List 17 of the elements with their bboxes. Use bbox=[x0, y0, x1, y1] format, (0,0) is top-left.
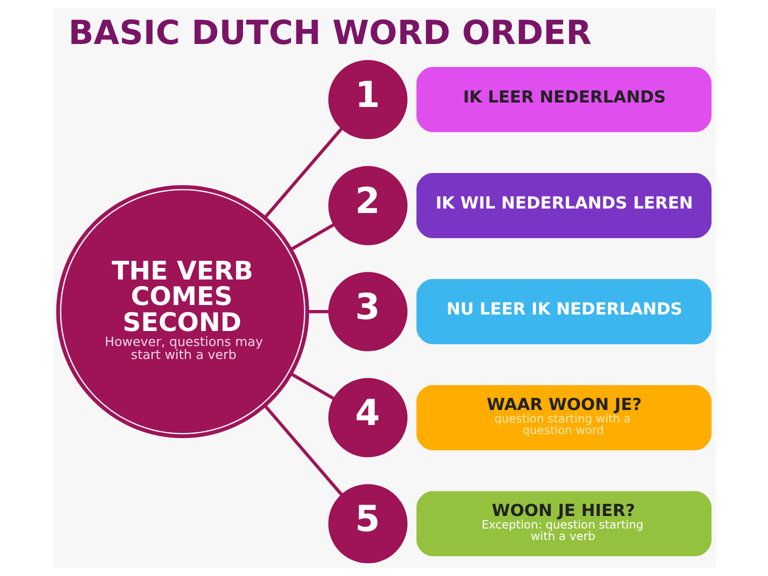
node-circle: 5 bbox=[328, 484, 407, 564]
node-box: WOON JE HIER? Exception: question starting with a verb bbox=[416, 491, 712, 556]
connector bbox=[289, 372, 334, 400]
node-box: WAAR WOON JE? question starting with a question word bbox=[416, 385, 712, 450]
node-circle: 4 bbox=[328, 378, 407, 458]
connector bbox=[289, 223, 334, 252]
diagram-title: BASIC DUTCH WORD ORDER bbox=[68, 12, 592, 52]
node-box: IK LEER NEDERLANDS bbox=[416, 67, 712, 132]
connector bbox=[263, 404, 342, 496]
connector bbox=[306, 310, 328, 314]
node-circle: 2 bbox=[328, 166, 407, 246]
node-circle: THE VERB COMES SECOND However, questions may start with a verb bbox=[56, 185, 309, 438]
node-circle: 3 bbox=[328, 272, 407, 352]
node-box: NU LEER IK NEDERLANDS bbox=[416, 279, 712, 344]
node-box: IK WIL NEDERLANDS LEREN bbox=[416, 173, 712, 238]
connector bbox=[263, 128, 342, 218]
node-circle: 1 bbox=[328, 60, 407, 140]
